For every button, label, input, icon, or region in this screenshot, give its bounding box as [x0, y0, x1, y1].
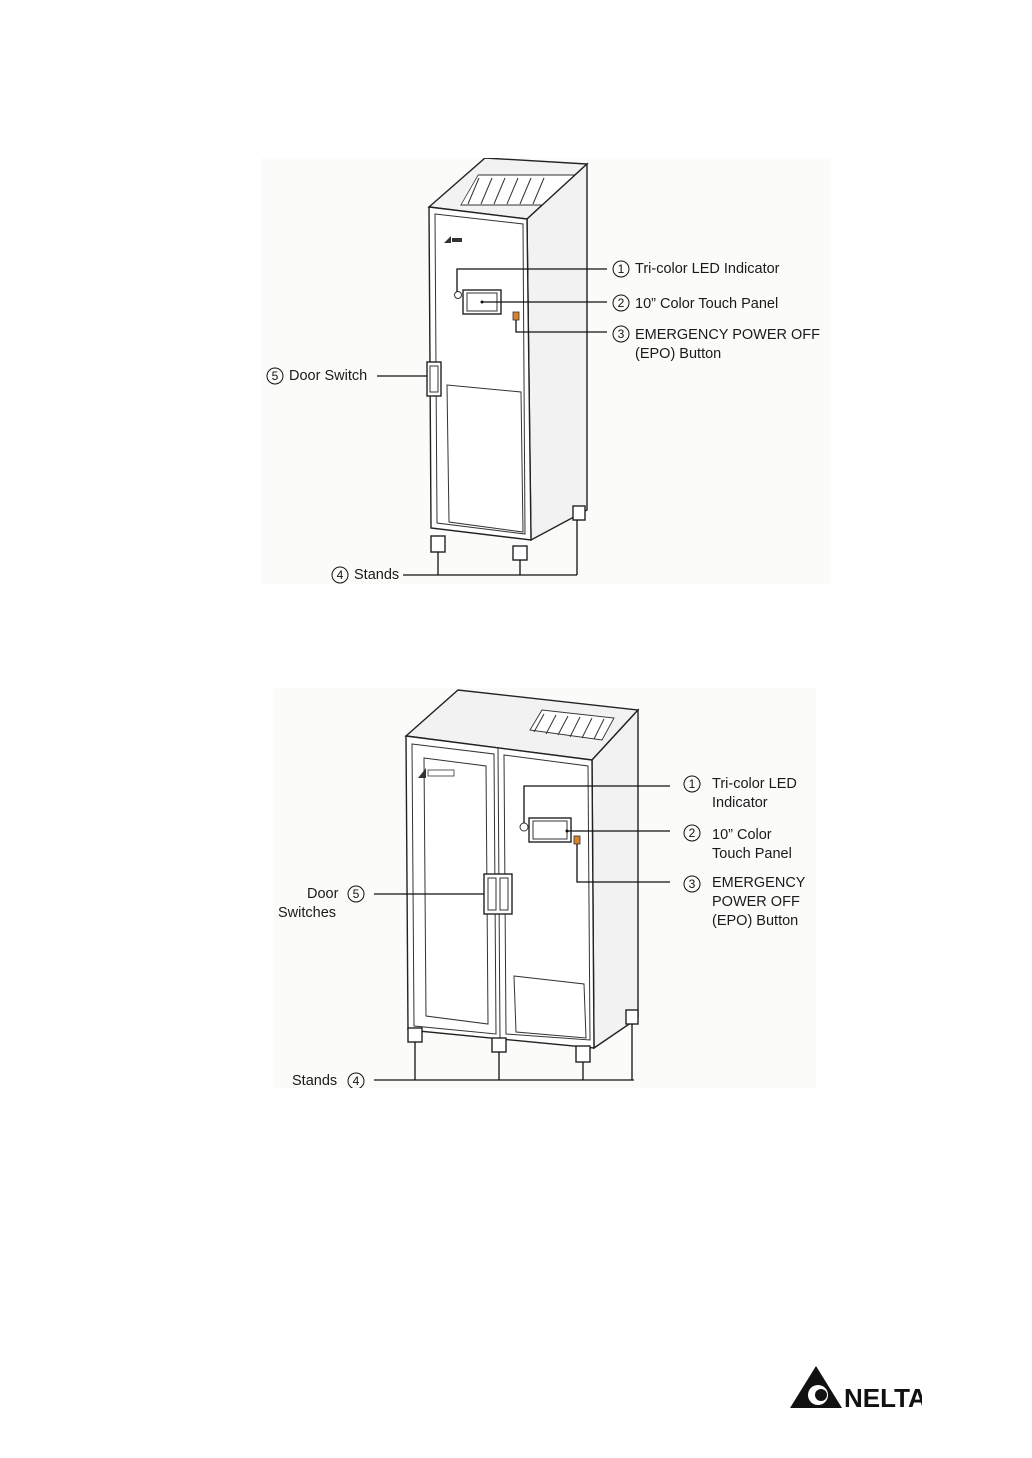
svg-text:5: 5 — [353, 887, 360, 901]
cabinet-side-panel — [592, 710, 638, 1048]
svg-text:1: 1 — [689, 777, 696, 791]
svg-text:2: 2 — [689, 826, 696, 840]
fig2-label-door-line1: Door — [307, 885, 338, 904]
svg-text:2: 2 — [618, 296, 625, 310]
fig2-label-stands: Stands — [292, 1072, 337, 1091]
cabinet-front — [429, 207, 531, 540]
touch-panel — [529, 818, 571, 842]
svg-text:1: 1 — [618, 262, 625, 276]
fig1-label-stands: Stands — [354, 566, 399, 585]
door-switch — [427, 362, 441, 396]
epo-button — [513, 312, 519, 320]
svg-text:4: 4 — [337, 568, 344, 582]
delta-triangle-logo-icon — [790, 1366, 842, 1408]
svg-text:5: 5 — [272, 369, 279, 383]
stand-right — [576, 1046, 590, 1062]
delta-logo: NELTA — [790, 1366, 922, 1410]
fig1-label-epo-line2: (EPO) Button — [635, 345, 721, 364]
svg-text:3: 3 — [689, 877, 696, 891]
fig1-label-led: Tri-color LED Indicator — [635, 260, 780, 279]
fig2-label-door-line2: Switches — [278, 904, 336, 923]
stand-left — [408, 1028, 422, 1042]
fig2-label-touch-line1: 10” Color — [712, 826, 772, 845]
stand-right — [573, 506, 585, 520]
logo-text: NELTA — [844, 1383, 922, 1410]
cabinet-side-panel — [527, 164, 587, 540]
epo-button — [574, 836, 580, 844]
fig2-label-led-line2: Indicator — [712, 794, 768, 813]
stand-center — [513, 546, 527, 560]
fig2-label-epo-line3: (EPO) Button — [712, 912, 798, 931]
fig2-label-epo-line2: POWER OFF — [712, 893, 800, 912]
fig2-label-led-line1: Tri-color LED — [712, 775, 797, 794]
fig1-label-epo-line1: EMERGENCY POWER OFF — [635, 326, 820, 345]
fig1-label-door-switch: Door Switch — [289, 367, 367, 386]
svg-text:4: 4 — [353, 1074, 360, 1088]
svg-text:3: 3 — [618, 327, 625, 341]
fig2-label-touch-line2: Touch Panel — [712, 845, 792, 864]
stand-rear — [626, 1010, 638, 1024]
fig1-label-touch-panel: 10” Color Touch Panel — [635, 295, 778, 314]
stand-center — [492, 1038, 506, 1052]
stand-left — [431, 536, 445, 552]
fig2-label-epo-line1: EMERGENCY — [712, 874, 805, 893]
